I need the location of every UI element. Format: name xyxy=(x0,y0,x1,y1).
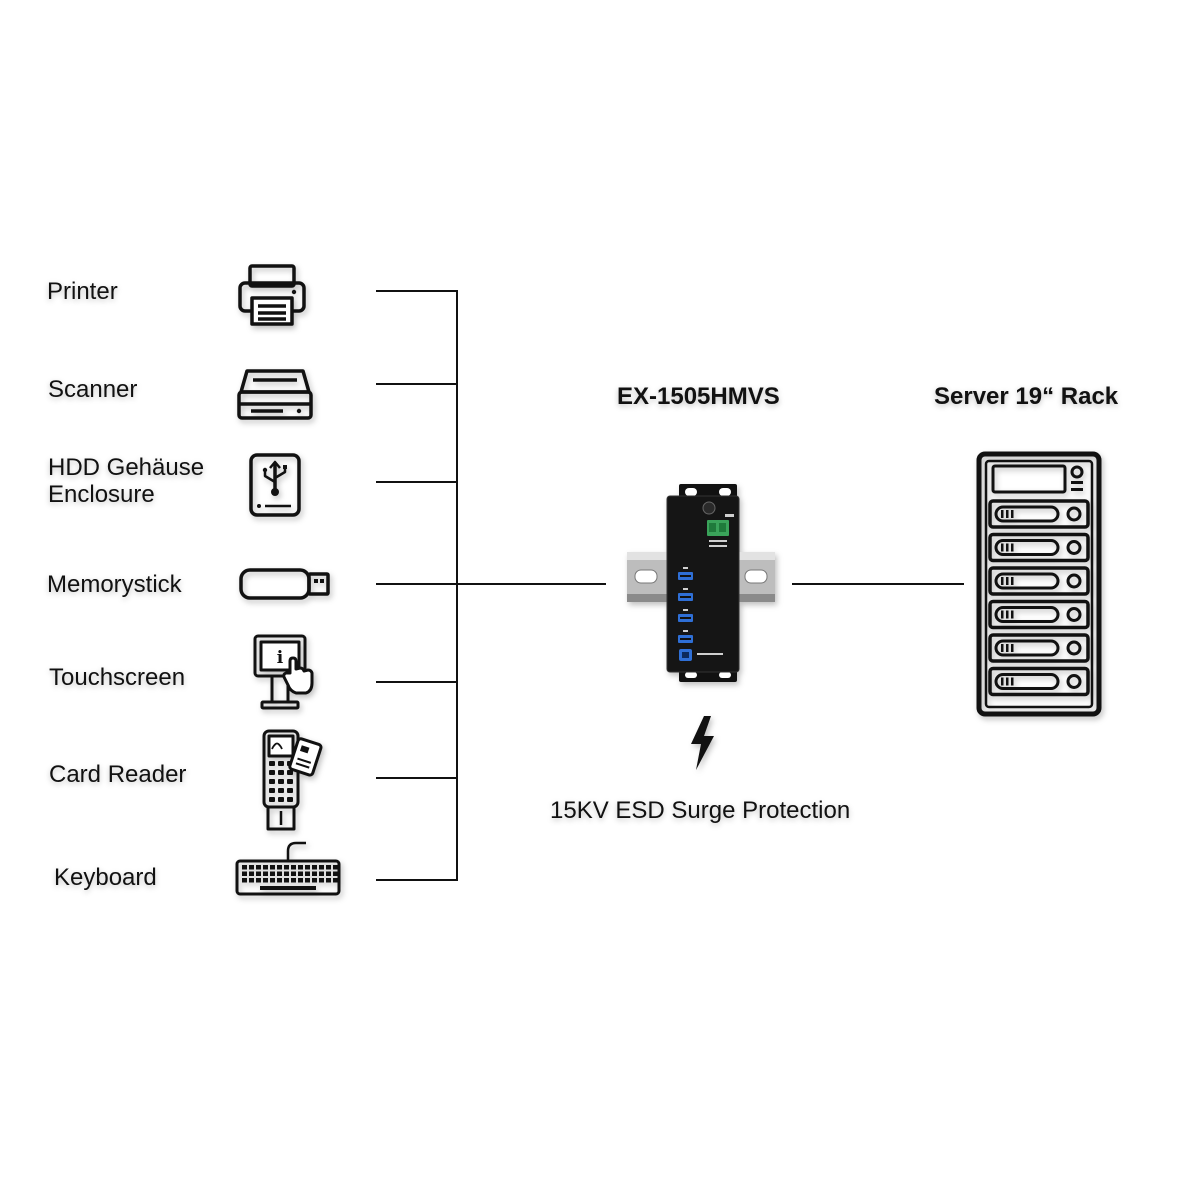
device-label-keyboard: Keyboard xyxy=(54,864,157,891)
usb-hub-icon xyxy=(627,482,775,684)
connector-keyboard xyxy=(376,879,457,881)
server-rack-icon xyxy=(976,451,1102,717)
hub-title: EX-1505HMVS xyxy=(617,383,780,410)
device-label-hdd-line2: Enclosure xyxy=(48,481,155,508)
device-label-scanner: Scanner xyxy=(48,376,138,403)
rack-unit xyxy=(988,566,1090,596)
touchscreen-kiosk-icon: i xyxy=(250,633,316,711)
connector-bus xyxy=(456,290,458,881)
connector-hdd-enclosure xyxy=(376,481,457,483)
hdd-enclosure-icon xyxy=(248,452,302,518)
connector-printer xyxy=(376,290,457,292)
device-label-hdd-enclosure: HDD Gehäuse Enclosure xyxy=(48,454,204,508)
usb-stick-icon xyxy=(238,566,332,602)
rack-unit xyxy=(988,633,1090,663)
rack-unit xyxy=(988,599,1090,630)
rack-unit xyxy=(988,499,1090,529)
connector-card-reader xyxy=(376,777,457,779)
esd-protection-label: 15KV ESD Surge Protection xyxy=(550,797,851,824)
device-label-card-reader: Card Reader xyxy=(49,761,187,788)
rack-unit xyxy=(988,532,1090,563)
card-reader-icon xyxy=(260,727,324,833)
printer-icon xyxy=(236,263,310,327)
rack-unit xyxy=(988,666,1090,697)
device-label-hdd-line1: HDD Gehäuse xyxy=(48,454,205,481)
server-title: Server 19“ Rack xyxy=(934,383,1119,410)
lightning-bolt-icon xyxy=(686,714,718,772)
connector-to-hub xyxy=(456,583,606,585)
connector-hub-to-server xyxy=(792,583,964,585)
device-label-memorystick: Memorystick xyxy=(47,571,182,598)
connector-memorystick xyxy=(376,583,457,585)
device-label-touchscreen: Touchscreen xyxy=(49,664,186,691)
scanner-icon xyxy=(237,366,313,424)
connector-scanner xyxy=(376,383,457,385)
svg-text:i: i xyxy=(277,648,284,668)
connector-touchscreen xyxy=(376,681,457,683)
device-label-printer: Printer xyxy=(47,278,118,305)
keyboard-icon xyxy=(234,837,342,897)
